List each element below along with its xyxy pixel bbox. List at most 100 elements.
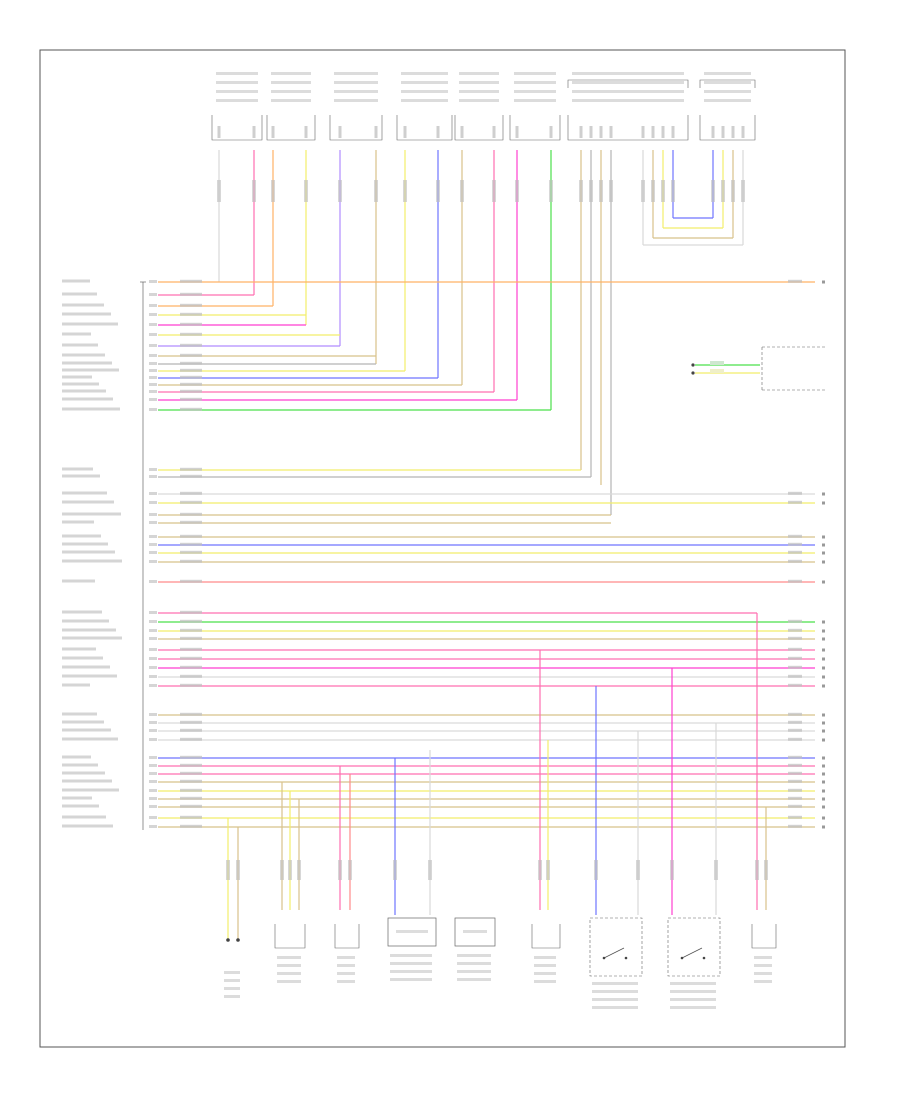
wire-color-label [180,389,202,393]
connector-label-line [271,99,311,102]
pin-number [149,304,157,307]
connector-bracket [329,115,383,141]
wire-color-code [741,180,745,202]
connector-label-line [334,72,378,75]
wire-color-label [180,467,202,471]
wire-color-label [180,796,202,800]
connector-pin [609,126,613,138]
pin-number [149,580,157,583]
connector-pin [304,126,308,138]
connector-label-line [514,99,556,102]
wire-color-label-right [788,559,802,563]
wire-color-label-right [788,815,802,819]
pin-label [62,788,119,792]
wire-color-label-right [788,500,802,504]
bottom-component [224,938,240,998]
continuation-marker [822,543,825,547]
drop-wire-color-code [236,860,240,880]
connector-bracket [567,115,689,141]
pin-wire-row [62,804,825,809]
top-connector-group [211,72,756,141]
component-label-line [534,972,556,975]
pin-wire-row [62,779,825,784]
connector-label-line [216,99,258,102]
pin-wire-row [62,407,551,411]
component-label-line [670,990,716,993]
connector-label-line [572,72,684,75]
pin-wire-row [62,353,376,357]
top-connector [266,72,316,141]
pin-number [149,333,157,336]
wire-color-label [180,382,202,386]
component-label-line [592,982,638,985]
continuation-marker [822,825,825,829]
continuation-marker [822,535,825,539]
connector-label-line [514,81,556,84]
component-label-line [224,971,240,974]
wire-color-label [180,343,202,347]
connector-label-line [401,81,448,84]
connector-label-line [572,90,684,93]
wire-color-label-right [788,804,802,808]
component-label-line [754,980,772,983]
pin-label [62,512,121,516]
pin-number [149,772,157,775]
pin-wire-row [62,619,825,624]
terminal [236,938,240,942]
wire-color-label-right [788,491,802,495]
component-label-line [592,998,638,1001]
pin-wire-row [62,491,825,496]
wire-color-label [180,674,202,678]
wire-color-label [180,628,202,632]
wire-color-label [180,500,202,504]
wire-color-label [180,619,202,623]
connector-pin [549,126,553,138]
drop-wire-color-code [226,860,230,880]
connector-label-line [401,90,448,93]
wire-color-label [180,712,202,716]
drop-wire-color-code [764,860,768,880]
wire-color-label [180,804,202,808]
pin-number [149,789,157,792]
connector-bracket [509,115,561,141]
drop-wire-color-code [670,860,674,880]
drop-wire-color-code [280,860,284,880]
continuation-marker [822,560,825,564]
connector-label-line [572,99,684,102]
pin-label [62,491,107,495]
connector-pin [271,126,275,138]
pin-label [62,656,103,660]
continuation-marker [822,729,825,733]
connector-outline [274,924,306,949]
pin-number [149,344,157,347]
pin-wire-row [62,656,825,661]
pin-label [62,312,111,316]
wire-color-label [180,353,202,357]
connector-label-line [514,72,556,75]
component-label-line [390,970,432,973]
continuation-marker [822,280,825,284]
wire-color-code [403,180,407,202]
connector-label-line [459,90,499,93]
pin-wire-row [62,763,825,768]
pin-label [62,407,120,411]
pin-wire-row [62,628,825,633]
component-label-line [457,978,491,981]
pin-number [149,729,157,732]
pin-label [62,361,112,365]
connector-label-line [704,81,751,84]
pin-wire-row [62,322,306,326]
switch-blade [681,947,703,959]
bottom-component [531,924,561,983]
drop-wire-color-code [546,860,550,880]
pin-label [62,610,102,614]
pin-number [149,648,157,651]
connector-pin [661,126,665,138]
wire-color-code [661,180,665,202]
drop-wire-color-code [594,860,598,880]
pin-wire-row [62,665,825,670]
pin-label [62,332,91,336]
pin-wire-row [62,712,825,717]
pin-label [62,647,96,651]
continuation-marker [822,797,825,801]
